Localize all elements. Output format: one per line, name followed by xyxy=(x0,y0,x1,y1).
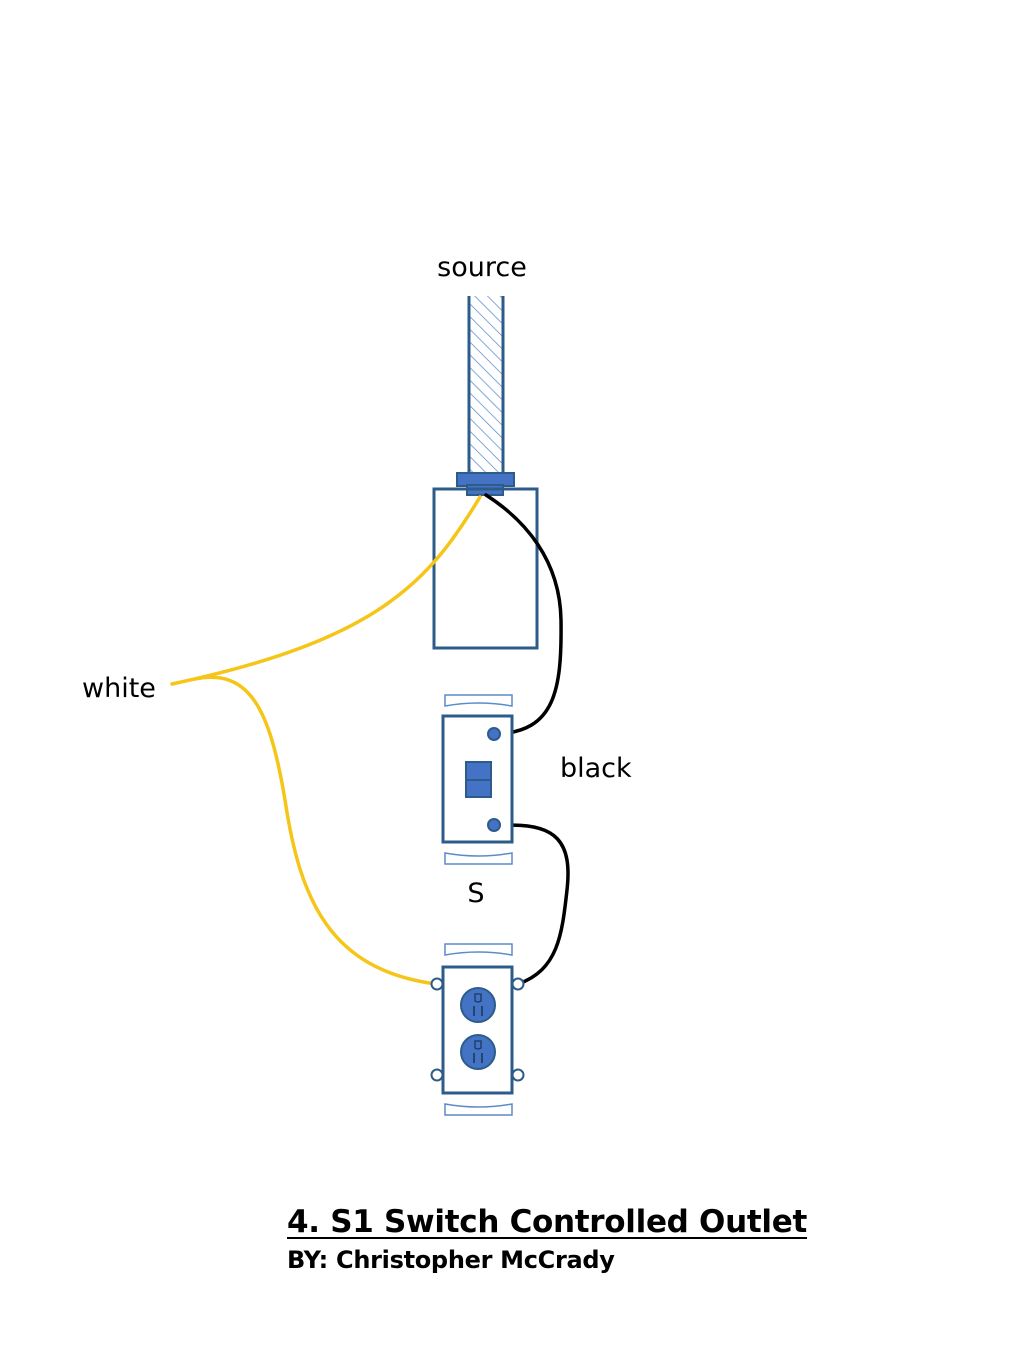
receptacle-top xyxy=(460,987,496,1023)
outlet-terminal-bottom-left xyxy=(430,1068,444,1082)
outlet-terminal-bottom-right xyxy=(511,1068,525,1082)
outlet-terminal-top-left xyxy=(430,977,444,991)
receptacle-bottom xyxy=(460,1034,496,1070)
black-wire xyxy=(484,493,570,986)
switch-label: S xyxy=(467,878,484,909)
outlet-device xyxy=(430,943,525,1116)
switch-terminal-bottom xyxy=(487,818,501,832)
junction-box xyxy=(432,487,539,650)
white-wire-label: white xyxy=(82,673,156,704)
author-byline: BY: Christopher McCrady xyxy=(287,1246,615,1274)
title-block: 4. S1 Switch Controlled Outlet BY: Chris… xyxy=(287,1204,887,1274)
switch-device xyxy=(441,694,514,865)
source-label: source xyxy=(437,252,527,283)
source-conduit xyxy=(467,296,505,474)
conduit-connector xyxy=(456,472,515,496)
diagram-title: 4. S1 Switch Controlled Outlet xyxy=(287,1204,807,1240)
white-wire xyxy=(170,495,482,986)
switch-terminal-top xyxy=(487,727,501,741)
black-wire-label: black xyxy=(560,753,632,784)
outlet-terminal-top-right xyxy=(511,977,525,991)
